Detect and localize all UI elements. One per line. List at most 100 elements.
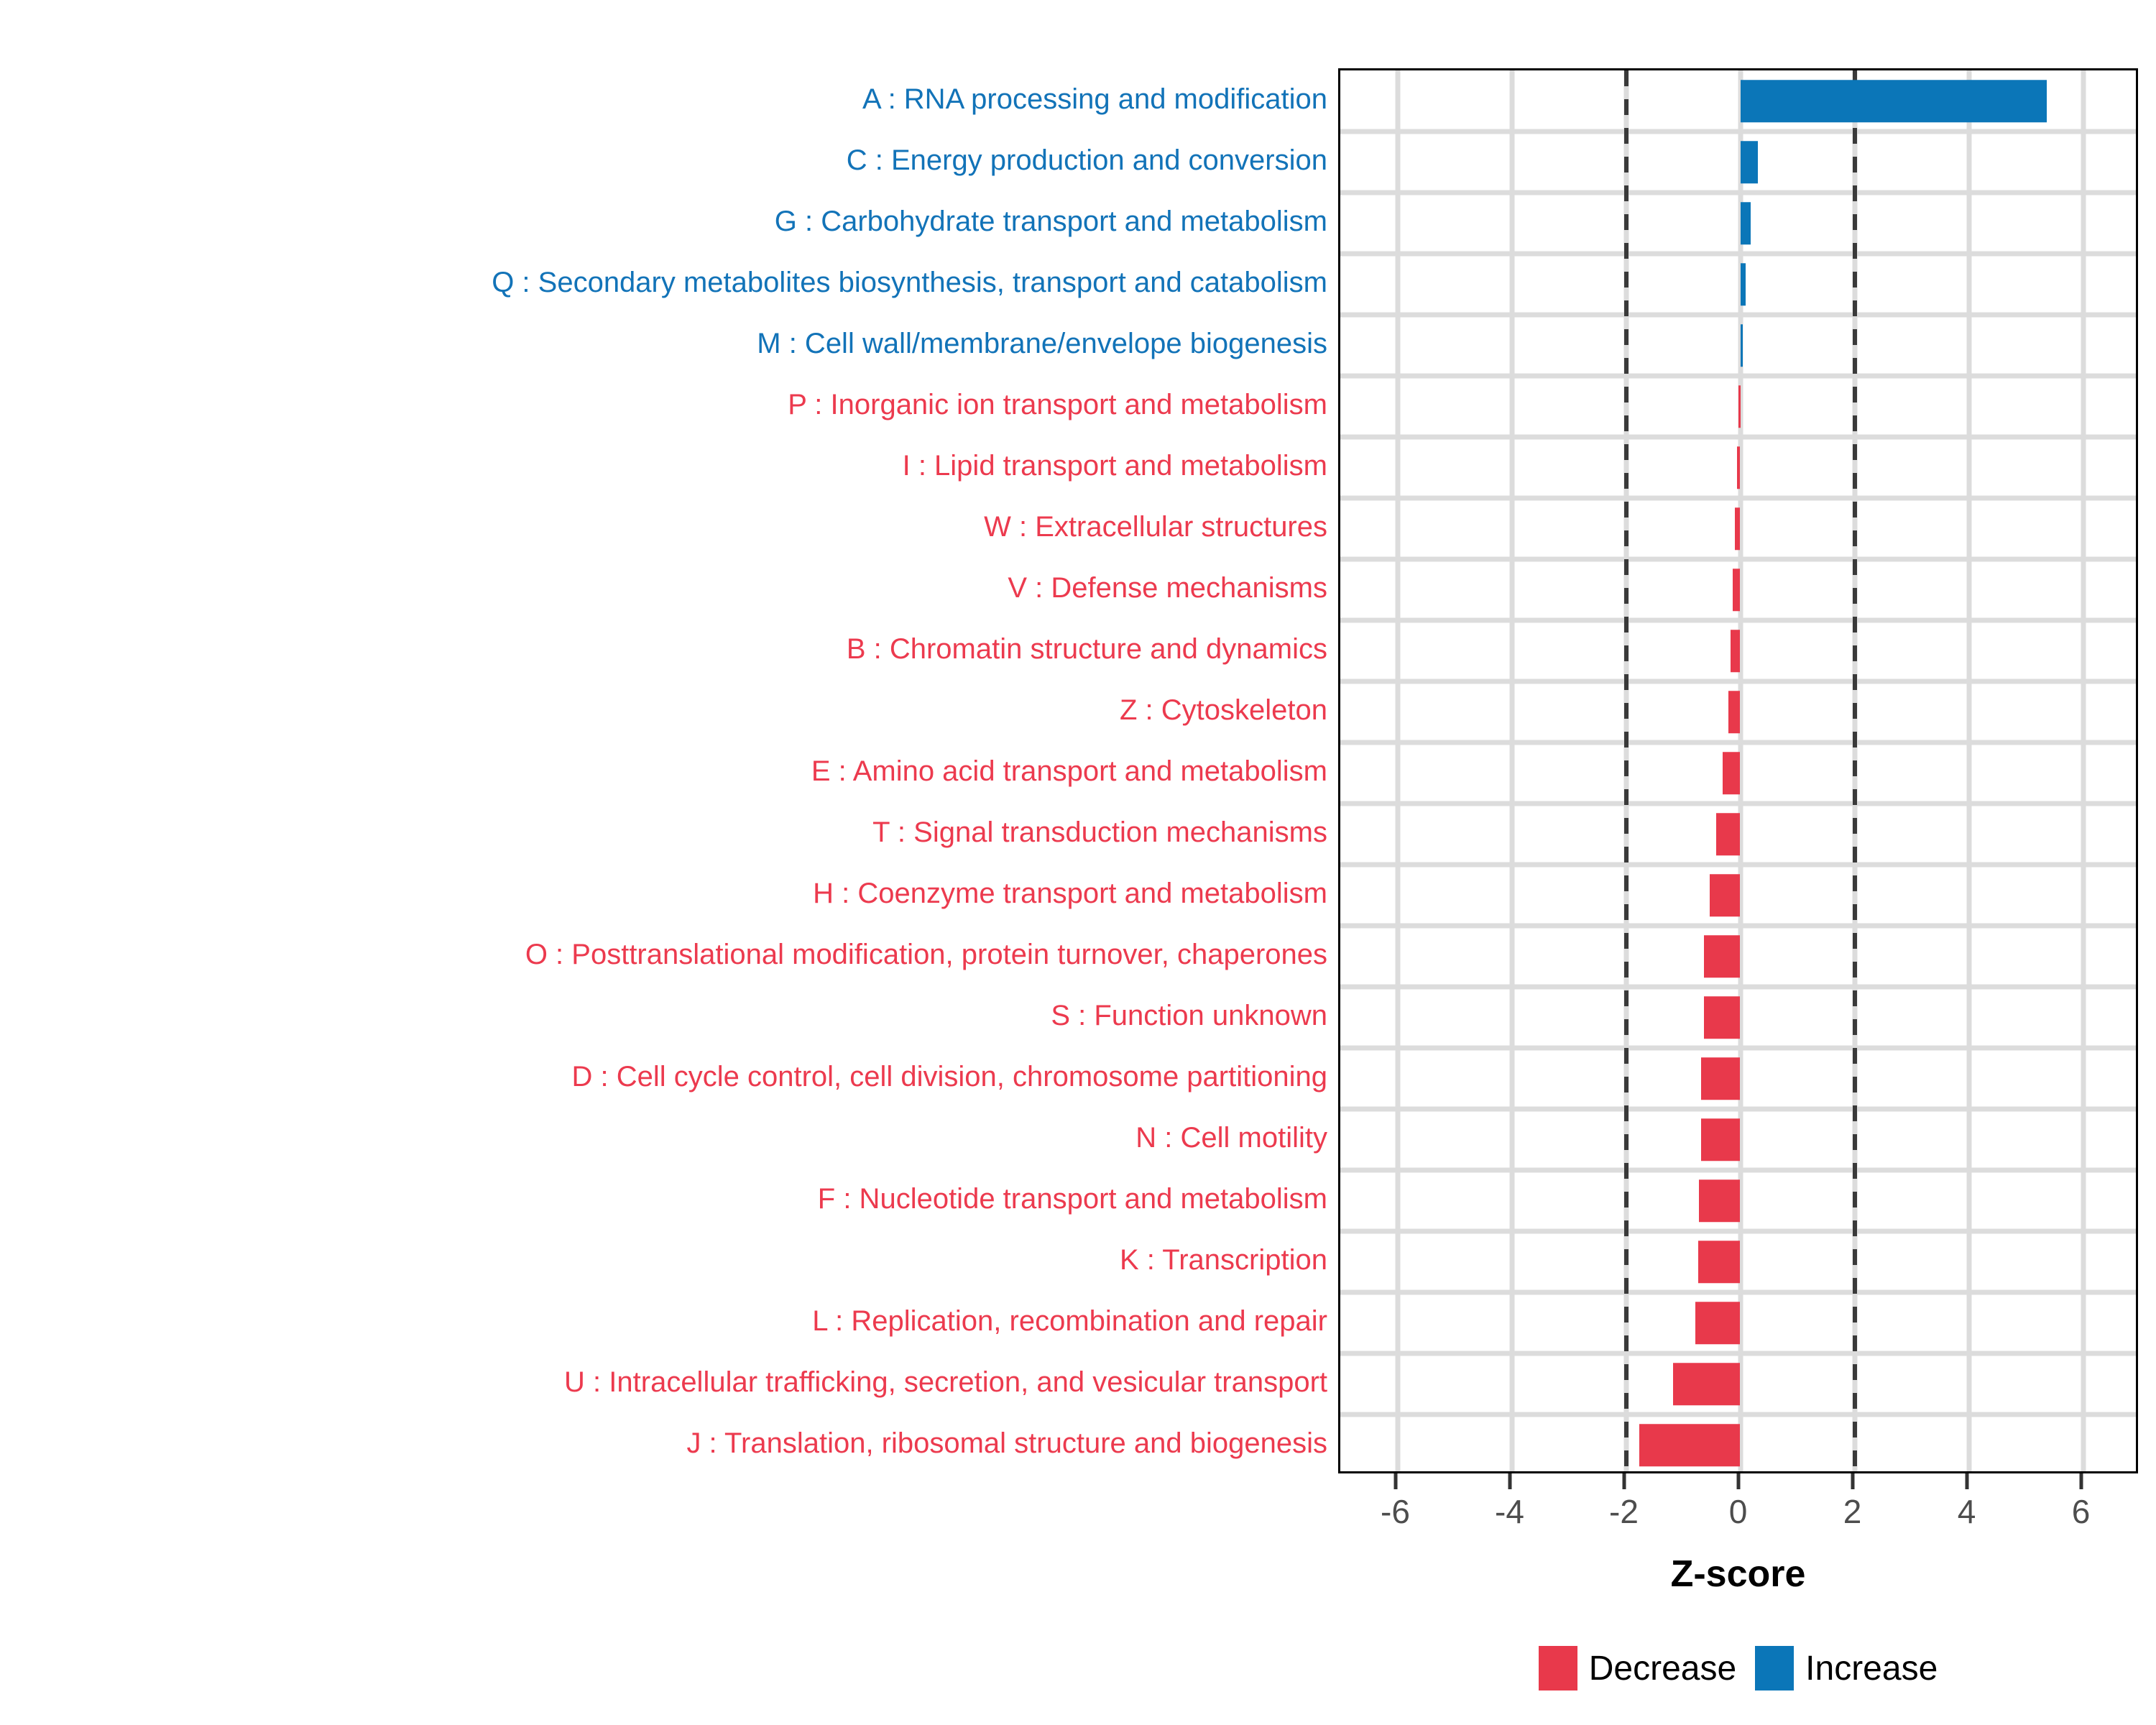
reference-line-2 xyxy=(1852,70,1857,1471)
horizontal-gridline xyxy=(1340,1412,2136,1417)
legend-swatch-icon xyxy=(1538,1646,1577,1690)
bar xyxy=(1740,201,1751,245)
category-label: G : Carbohydrate transport and metabolis… xyxy=(774,205,1327,237)
bar xyxy=(1730,629,1741,673)
horizontal-gridline xyxy=(1340,1289,2136,1295)
bar xyxy=(1709,873,1741,917)
horizontal-gridline xyxy=(1340,1167,2136,1173)
reference-line--2 xyxy=(1623,70,1628,1471)
horizontal-gridline xyxy=(1340,1045,2136,1051)
legend-swatch-icon xyxy=(1755,1646,1795,1690)
bar xyxy=(1697,1240,1741,1284)
bar xyxy=(1701,1057,1741,1100)
x-axis-title: Z-score xyxy=(1670,1553,1806,1595)
bar xyxy=(1699,1179,1741,1223)
horizontal-gridline xyxy=(1340,617,2136,623)
horizontal-gridline xyxy=(1340,740,2136,745)
category-label: A : RNA processing and modification xyxy=(862,83,1327,115)
bar xyxy=(1740,262,1746,306)
x-tick-label: 0 xyxy=(1728,1493,1748,1530)
vertical-gridline xyxy=(1738,70,1743,1471)
category-label: O : Posttranslational modification, prot… xyxy=(525,938,1327,970)
x-tick xyxy=(1508,1473,1511,1489)
category-label: B : Chromatin structure and dynamics xyxy=(846,632,1327,665)
bar xyxy=(1740,323,1743,367)
legend-label: Increase xyxy=(1805,1649,1938,1688)
category-label: F : Nucleotide transport and metabolism xyxy=(817,1182,1327,1215)
legend-item-increase[interactable]: Increase xyxy=(1755,1646,1938,1690)
category-axis-labels: A : RNA processing and modification C : E… xyxy=(0,68,1333,1473)
category-label: L : Replication, recombination and repai… xyxy=(812,1305,1327,1337)
bar xyxy=(1738,385,1741,428)
x-tick-label: 2 xyxy=(1843,1493,1862,1530)
bar xyxy=(1703,934,1741,978)
category-label: T : Signal transduction mechanisms xyxy=(872,816,1327,848)
grid-layer xyxy=(1340,70,2136,1471)
category-label: Z : Cytoskeleton xyxy=(1119,694,1327,726)
horizontal-gridline xyxy=(1340,984,2136,990)
category-label: C : Energy production and conversion xyxy=(846,144,1327,176)
bar xyxy=(1639,1423,1741,1467)
bar xyxy=(1672,1362,1741,1406)
horizontal-gridline xyxy=(1340,1228,2136,1234)
plot-panel xyxy=(1338,68,2138,1473)
vertical-gridline xyxy=(1966,70,1971,1471)
category-label: M : Cell wall/membrane/envelope biogenes… xyxy=(757,327,1327,359)
vertical-gridline xyxy=(1509,70,1514,1471)
category-label: W : Extracellular structures xyxy=(984,510,1327,543)
category-label: V : Defense mechanisms xyxy=(1008,571,1327,604)
category-label: J : Translation, ribosomal structure and… xyxy=(686,1427,1327,1459)
horizontal-gridline xyxy=(1340,251,2136,257)
bar xyxy=(1703,995,1741,1039)
x-tick xyxy=(1736,1473,1740,1489)
horizontal-gridline xyxy=(1340,373,2136,379)
category-label: E : Amino acid transport and metabolism xyxy=(811,755,1327,787)
bar xyxy=(1722,751,1741,795)
bar xyxy=(1700,1118,1741,1162)
vertical-gridline xyxy=(1395,70,1400,1471)
horizontal-gridline xyxy=(1340,312,2136,318)
category-label: I : Lipid transport and metabolism xyxy=(902,449,1327,482)
bar xyxy=(1740,79,2047,123)
legend-item-decrease[interactable]: Decrease xyxy=(1538,1646,1737,1690)
x-tick xyxy=(1622,1473,1626,1489)
category-label: N : Cell motility xyxy=(1135,1121,1327,1154)
x-tick-label: 6 xyxy=(2071,1493,2091,1530)
x-tick-label: -6 xyxy=(1381,1493,1410,1530)
category-label: U : Intracellular trafficking, secretion… xyxy=(564,1366,1327,1398)
category-label: Q : Secondary metabolites biosynthesis, … xyxy=(492,266,1327,298)
horizontal-gridline xyxy=(1340,434,2136,440)
horizontal-gridline xyxy=(1340,495,2136,501)
x-tick-label: 4 xyxy=(1957,1493,1976,1530)
x-tick xyxy=(1851,1473,1854,1489)
bar xyxy=(1695,1301,1741,1345)
x-tick xyxy=(2079,1473,2083,1489)
horizontal-gridline xyxy=(1340,678,2136,684)
vertical-gridline xyxy=(2081,70,2086,1471)
horizontal-gridline xyxy=(1340,190,2136,196)
horizontal-gridline xyxy=(1340,801,2136,806)
bar xyxy=(1733,568,1741,612)
bar xyxy=(1716,812,1741,856)
legend-label: Decrease xyxy=(1588,1649,1737,1688)
bar xyxy=(1736,446,1741,489)
category-label: S : Function unknown xyxy=(1051,999,1327,1031)
legend: Decrease Increase xyxy=(1338,1646,2138,1690)
horizontal-gridline xyxy=(1340,129,2136,134)
x-tick xyxy=(1965,1473,1968,1489)
horizontal-gridline xyxy=(1340,556,2136,562)
horizontal-gridline xyxy=(1340,862,2136,868)
horizontal-gridline xyxy=(1340,1351,2136,1356)
horizontal-gridline xyxy=(1340,923,2136,929)
category-label: K : Transcription xyxy=(1119,1243,1327,1276)
bar xyxy=(1735,507,1741,551)
x-tick-label: -4 xyxy=(1495,1493,1524,1530)
x-tick xyxy=(1393,1473,1397,1489)
category-label: P : Inorganic ion transport and metaboli… xyxy=(788,388,1327,420)
horizontal-gridline xyxy=(1340,1106,2136,1112)
bar xyxy=(1728,690,1741,734)
category-label: H : Coenzyme transport and metabolism xyxy=(813,877,1327,909)
bar xyxy=(1740,140,1759,184)
